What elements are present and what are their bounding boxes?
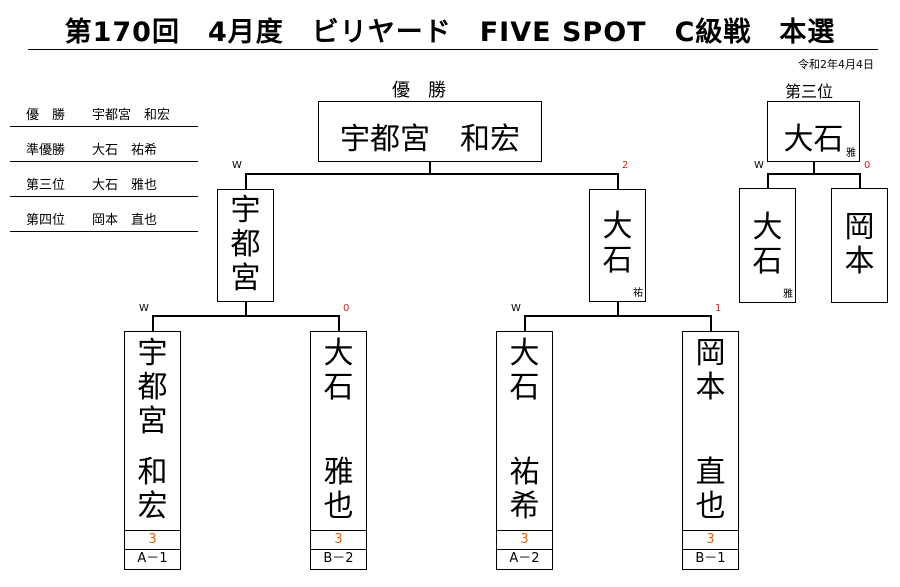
semi-left-mark: W bbox=[511, 303, 521, 314]
name-char: 大 bbox=[602, 209, 633, 244]
standings-rank: 第四位 bbox=[26, 213, 66, 228]
champion-box: 宇都宮 和宏 bbox=[318, 101, 542, 162]
standings-name: 宇都宮 和宏 bbox=[92, 108, 171, 123]
bracket-line bbox=[152, 315, 339, 317]
third-place-name: 大石 bbox=[783, 122, 844, 157]
player-box: 岡 本 直 也 bbox=[682, 331, 739, 531]
event-date: 令和2年4月4日 bbox=[798, 58, 874, 71]
bracket-line bbox=[617, 301, 619, 316]
name-char: 大 bbox=[509, 336, 540, 371]
name-char: 直 bbox=[695, 455, 726, 490]
standings-row: 優 勝 宇都宮 和宏 bbox=[10, 101, 198, 127]
bracket-line bbox=[767, 173, 769, 188]
name-char: 岡 bbox=[844, 210, 875, 245]
name-char: 宮 bbox=[230, 261, 261, 296]
third-match-left-mark: W bbox=[754, 160, 764, 171]
third-match-right-box: 岡 本 bbox=[831, 188, 888, 303]
third-place-label: 第三位 bbox=[785, 82, 834, 101]
name-char: 本 bbox=[695, 370, 726, 405]
standings-name: 大石 雅也 bbox=[92, 178, 158, 193]
name-char: 石 bbox=[752, 244, 783, 279]
player-seed: A－1 bbox=[124, 549, 181, 570]
name-char: 岡 bbox=[695, 336, 726, 371]
player-seed: A－2 bbox=[496, 549, 553, 570]
standings-row: 第四位 岡本 直也 bbox=[10, 206, 198, 232]
player-box: 大 石 雅 也 bbox=[310, 331, 367, 531]
bracket-line bbox=[859, 173, 861, 188]
name-char: 都 bbox=[137, 370, 168, 405]
third-match-left-suffix: 雅 bbox=[783, 289, 793, 300]
final-right-box: 大 石 祐 bbox=[589, 189, 646, 302]
bracket-line bbox=[245, 173, 247, 189]
title-underline bbox=[28, 49, 878, 50]
player-seed: B－2 bbox=[310, 549, 367, 570]
final-right-suffix: 祐 bbox=[633, 288, 643, 299]
name-char: 宇 bbox=[137, 336, 168, 371]
third-place-suffix: 雅 bbox=[846, 148, 856, 159]
third-place-box: 大石 雅 bbox=[767, 101, 860, 162]
name-char: 本 bbox=[844, 244, 875, 279]
bracket-line bbox=[524, 315, 526, 331]
player-score: 3 bbox=[124, 530, 181, 550]
bracket-line bbox=[245, 301, 247, 316]
standings-name: 大石 祐希 bbox=[92, 143, 158, 158]
name-char: 和 bbox=[137, 455, 168, 490]
bracket-line bbox=[710, 315, 712, 331]
player-score: 3 bbox=[682, 530, 739, 550]
third-match-left-box: 大 石 雅 bbox=[739, 188, 796, 303]
name-char: 也 bbox=[695, 489, 726, 524]
semi-left-mark: W bbox=[139, 303, 149, 314]
bracket-line bbox=[152, 315, 154, 331]
bracket-line bbox=[429, 162, 431, 173]
name-char: 也 bbox=[323, 489, 354, 524]
name-char: 雅 bbox=[323, 455, 354, 490]
player-box: 宇 都 宮 和 宏 bbox=[124, 331, 181, 531]
standings-name: 岡本 直也 bbox=[92, 213, 158, 228]
player-score: 3 bbox=[496, 530, 553, 550]
name-char: 宮 bbox=[137, 404, 168, 439]
bracket-line bbox=[338, 315, 340, 331]
player-score: 3 bbox=[310, 530, 367, 550]
standings-rank: 第三位 bbox=[26, 178, 66, 193]
bracket-line bbox=[524, 315, 711, 317]
name-char: 石 bbox=[323, 370, 354, 405]
third-match-right-mark: 0 bbox=[864, 160, 871, 171]
champion-label: 優 勝 bbox=[392, 80, 446, 101]
bracket-line bbox=[245, 173, 618, 175]
bracket-line bbox=[813, 162, 815, 173]
name-char: 石 bbox=[602, 243, 633, 278]
name-char: 都 bbox=[230, 227, 261, 262]
page-title: 第170回 4月度 ビリヤード FIVE SPOT C級戦 本選 bbox=[64, 17, 836, 48]
bracket-line bbox=[767, 173, 860, 175]
standings-row: 準優勝 大石 祐希 bbox=[10, 136, 198, 162]
final-left-box: 宇 都 宮 bbox=[217, 189, 274, 302]
bracket-line bbox=[617, 173, 619, 189]
standings-rank: 優 勝 bbox=[26, 108, 66, 123]
semi-right-mark: 1 bbox=[715, 303, 722, 314]
name-char: 大 bbox=[752, 210, 783, 245]
name-char: 祐 bbox=[509, 455, 540, 490]
semi-right-mark: 0 bbox=[343, 303, 350, 314]
name-char: 宏 bbox=[137, 489, 168, 524]
standings-rank: 準優勝 bbox=[26, 143, 66, 158]
player-box: 大 石 祐 希 bbox=[496, 331, 553, 531]
name-char: 大 bbox=[323, 336, 354, 371]
name-char: 希 bbox=[509, 489, 540, 524]
final-right-mark: 2 bbox=[622, 160, 629, 171]
standings-row: 第三位 大石 雅也 bbox=[10, 171, 198, 197]
player-seed: B－1 bbox=[682, 549, 739, 570]
name-char: 宇 bbox=[230, 193, 261, 228]
final-left-mark: W bbox=[232, 160, 242, 171]
champion-name: 宇都宮 和宏 bbox=[340, 122, 520, 157]
name-char: 石 bbox=[509, 370, 540, 405]
